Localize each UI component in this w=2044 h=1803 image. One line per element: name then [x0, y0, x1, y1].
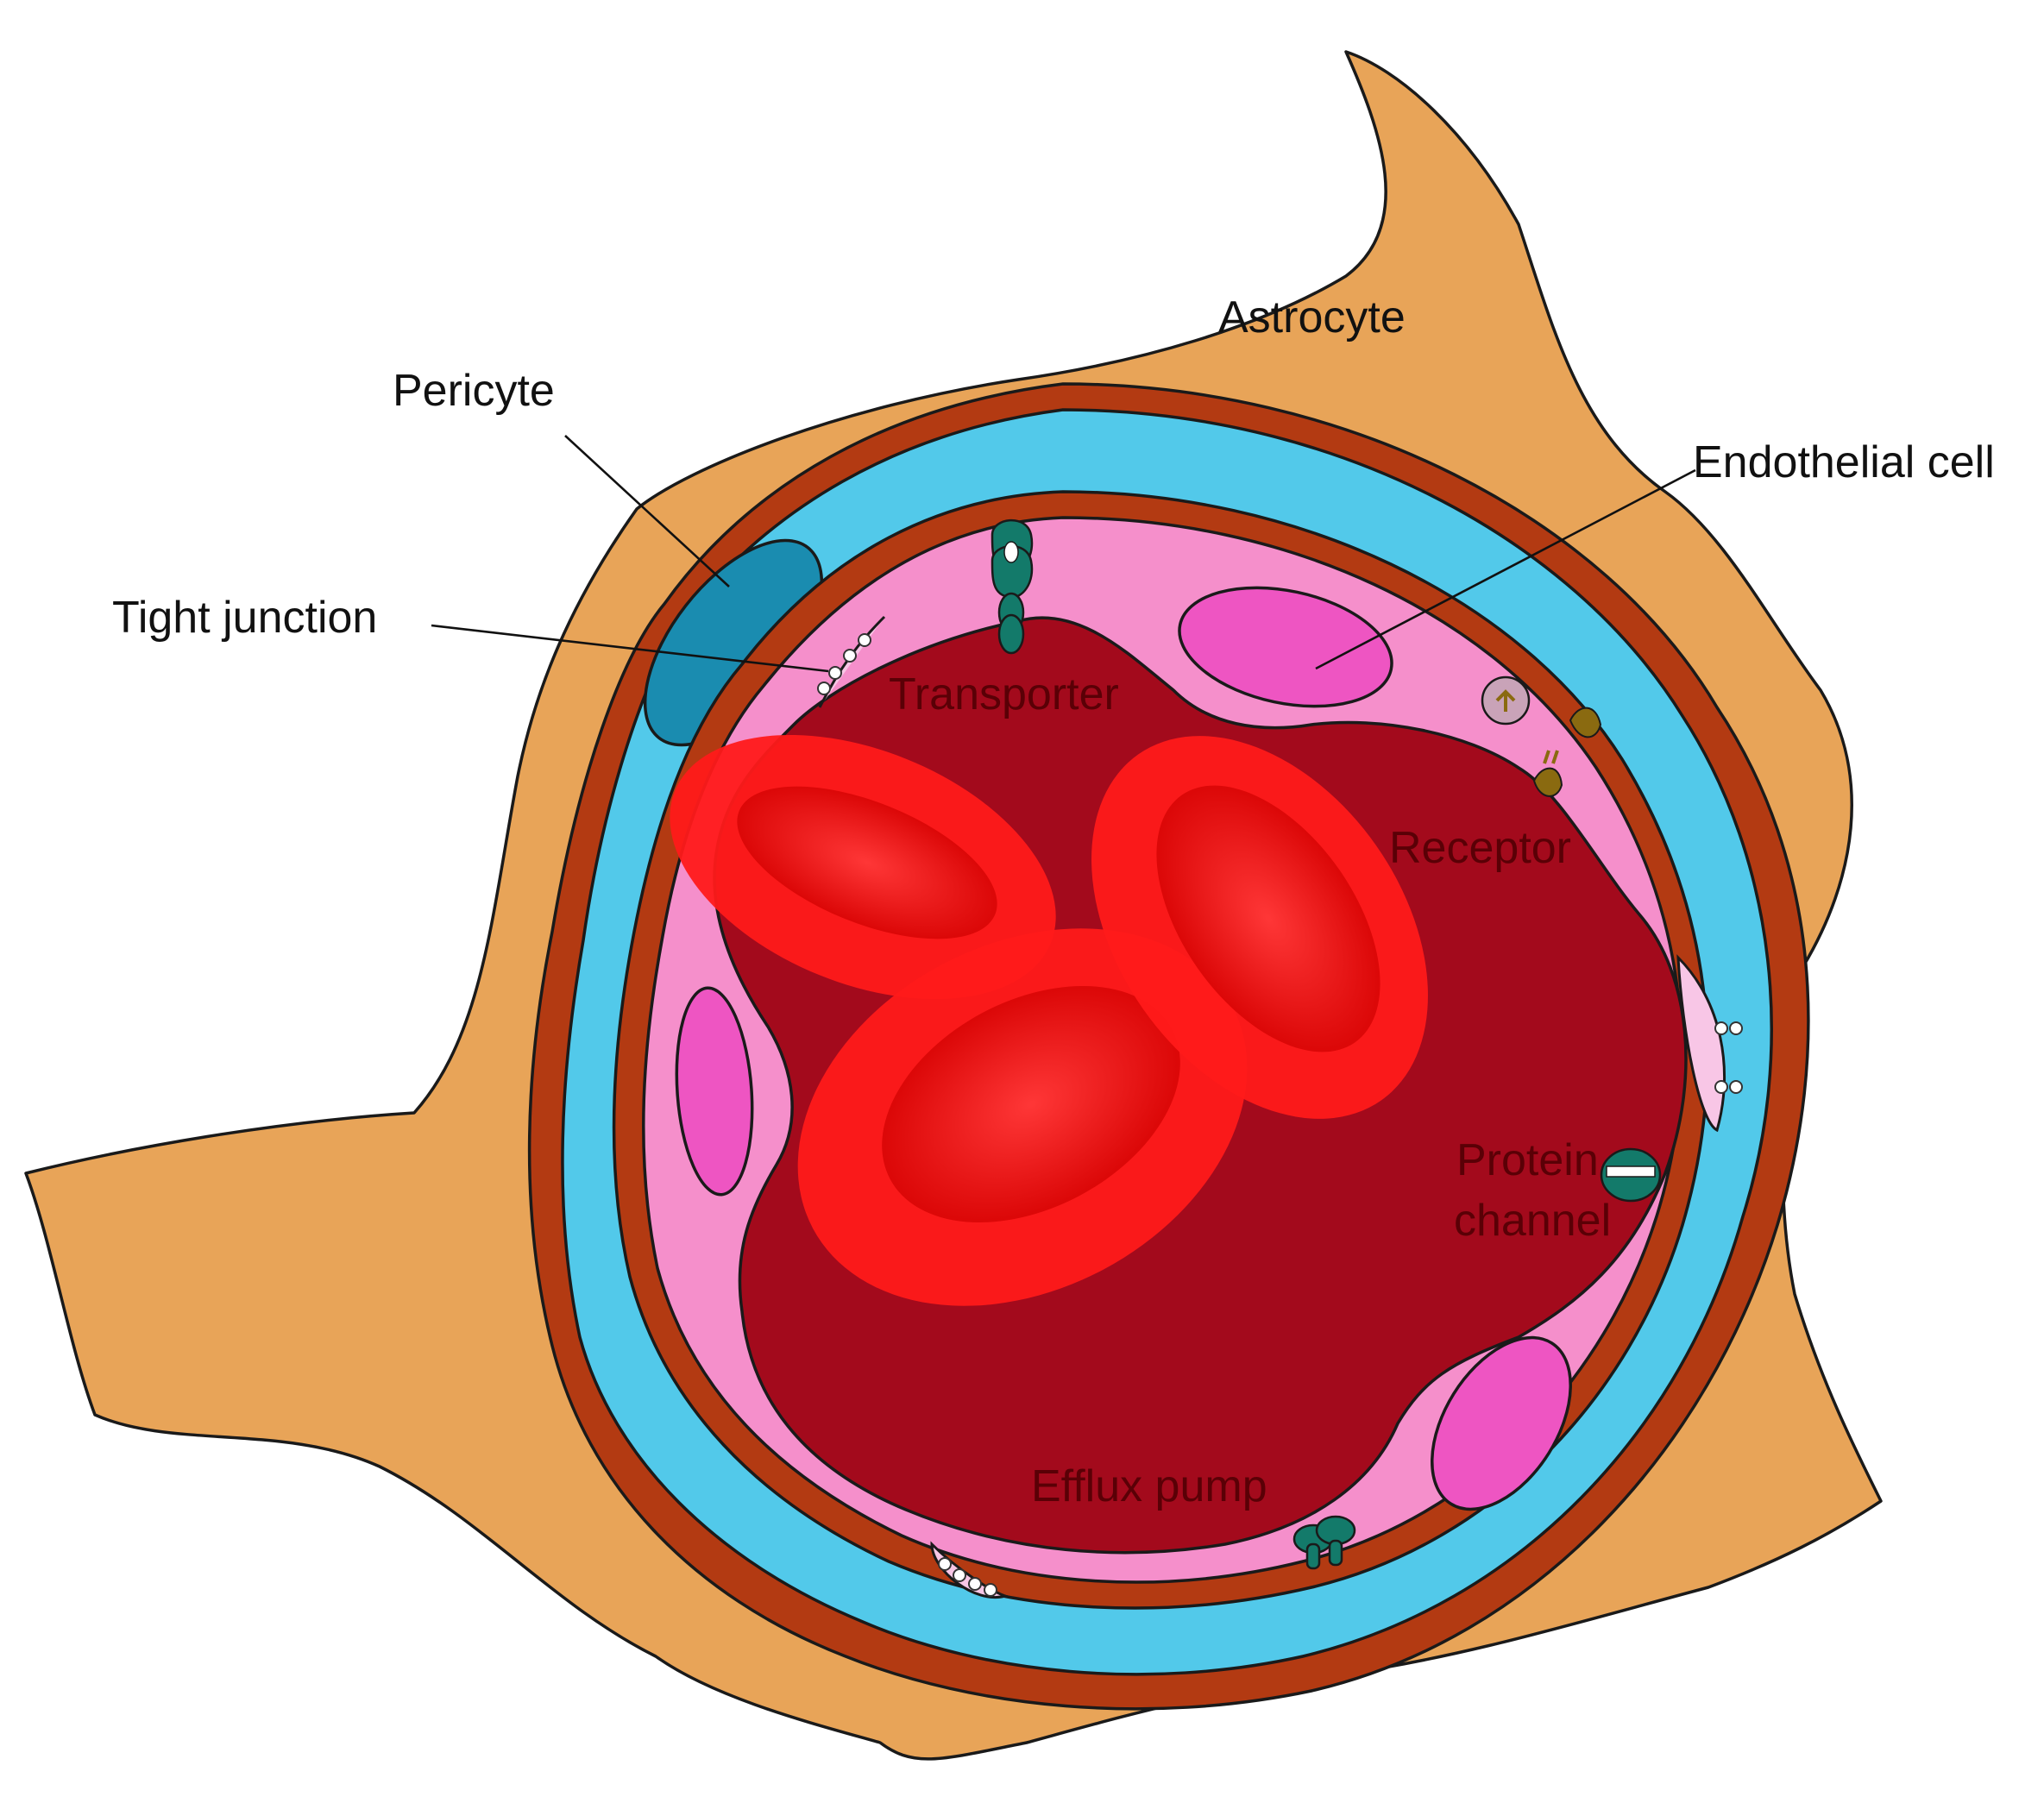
protein-channel-label-line2: channel — [1454, 1196, 1611, 1246]
red-blood-cell-right — [1091, 736, 1428, 1119]
tight-junction-label: Tight junction — [112, 593, 377, 643]
protein-channel — [1600, 1147, 1662, 1203]
transporter-label: Transporter — [889, 669, 1119, 719]
endothelial-nucleus-bottom — [1431, 1335, 1572, 1511]
pericyte-leader — [564, 435, 730, 587]
tight-junction-bottom — [930, 1541, 1010, 1599]
efflux-pump-label: Efflux pump — [1031, 1461, 1267, 1511]
transporter-protein — [991, 518, 1034, 655]
red-blood-cell-bottom — [797, 928, 1248, 1306]
receptor-label: Receptor — [1389, 823, 1571, 873]
endothelial-nucleus-top — [1178, 586, 1393, 708]
tight-junction-right — [1676, 954, 1743, 1133]
tight-junction-leader — [431, 624, 829, 673]
tight-junction-top-left — [817, 615, 886, 708]
endothelial-cell-label: Endothelial cell — [1693, 437, 1995, 487]
protein-channel-label-line1: Protein — [1456, 1135, 1599, 1185]
pericyte-label: Pericyte — [393, 366, 555, 416]
receptor-protein — [1481, 675, 1602, 797]
efflux-pump — [1292, 1515, 1356, 1570]
astrocyte-label: Astrocyte — [1218, 292, 1406, 342]
endothelial-cell-leader — [1315, 468, 1696, 670]
endothelial-nucleus-left — [675, 986, 754, 1197]
red-blood-cell-left — [670, 734, 1056, 1000]
